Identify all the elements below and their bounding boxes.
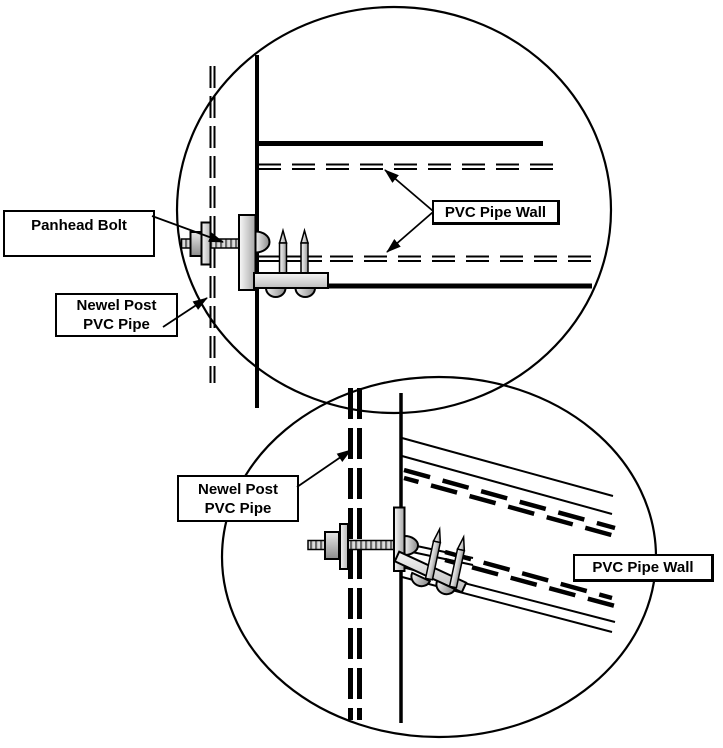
screw-head [264, 287, 287, 299]
bolt-washer [200, 221, 212, 266]
bottom-wall-hidden-line-lower [444, 549, 616, 609]
top-detail-view [175, 5, 613, 415]
bottom-newel-post-pipe-dashed-line [348, 388, 362, 720]
bottom-panhead-bolt-assembly [307, 506, 468, 596]
top-panhead-bolt-assembly [180, 214, 329, 299]
top-wall-hidden-line-lower [330, 255, 592, 262]
bolt-threaded-rod [307, 539, 396, 551]
bracket-leg [253, 272, 329, 289]
bolt-washer [339, 523, 349, 570]
mounting-screw [278, 227, 288, 277]
newel-post-label-line1: Newel Post [197, 480, 279, 498]
pvc-pipe-wall-label-top: PVC Pipe Wall [432, 200, 560, 225]
mounting-screw [300, 227, 309, 277]
screw-head [435, 579, 457, 596]
top-wall-hidden-line-upper [258, 163, 560, 170]
bottom-detail-view [220, 375, 658, 739]
top-pipe-wall-lines [256, 141, 592, 289]
bottom-wall-outer-line-upper [401, 437, 614, 497]
newel-post-pvc-pipe-label-bottom: Newel Post PVC Pipe [177, 475, 299, 522]
newel-post-label-line2: PVC Pipe [83, 316, 150, 333]
bolt-nut [324, 531, 340, 560]
newel-post-label-line2: PVC Pipe [204, 499, 272, 517]
mounting-screw [448, 534, 466, 589]
panhead-bolt-head [254, 230, 271, 254]
bolt-nut [189, 231, 203, 257]
newel-post-pvc-pipe-label-top: Newel Post PVC Pipe [55, 293, 178, 337]
pvc-pipe-wall-label-text: PVC Pipe Wall [444, 203, 547, 221]
panhead-bolt-label: Panhead Bolt [3, 210, 155, 257]
panhead-bolt-label-text: Panhead Bolt [31, 217, 127, 234]
bottom-pipe-wall-lines [401, 437, 616, 633]
bottom-wall-hidden-line-upper [403, 467, 616, 539]
top-detail-circle [175, 5, 613, 415]
screw-head [410, 571, 432, 588]
pvc-pipe-wall-label-text: PVC Pipe Wall [592, 559, 694, 576]
pvc-pipe-wall-label-bottom: PVC Pipe Wall [573, 554, 714, 582]
mounting-screw [424, 526, 442, 581]
top-wall-hidden-line-lower-solid-segment [256, 255, 322, 262]
screw-head [294, 287, 317, 299]
newel-post-label-line1: Newel Post [76, 297, 157, 314]
bottom-wall-outer-line-lower [401, 576, 613, 633]
